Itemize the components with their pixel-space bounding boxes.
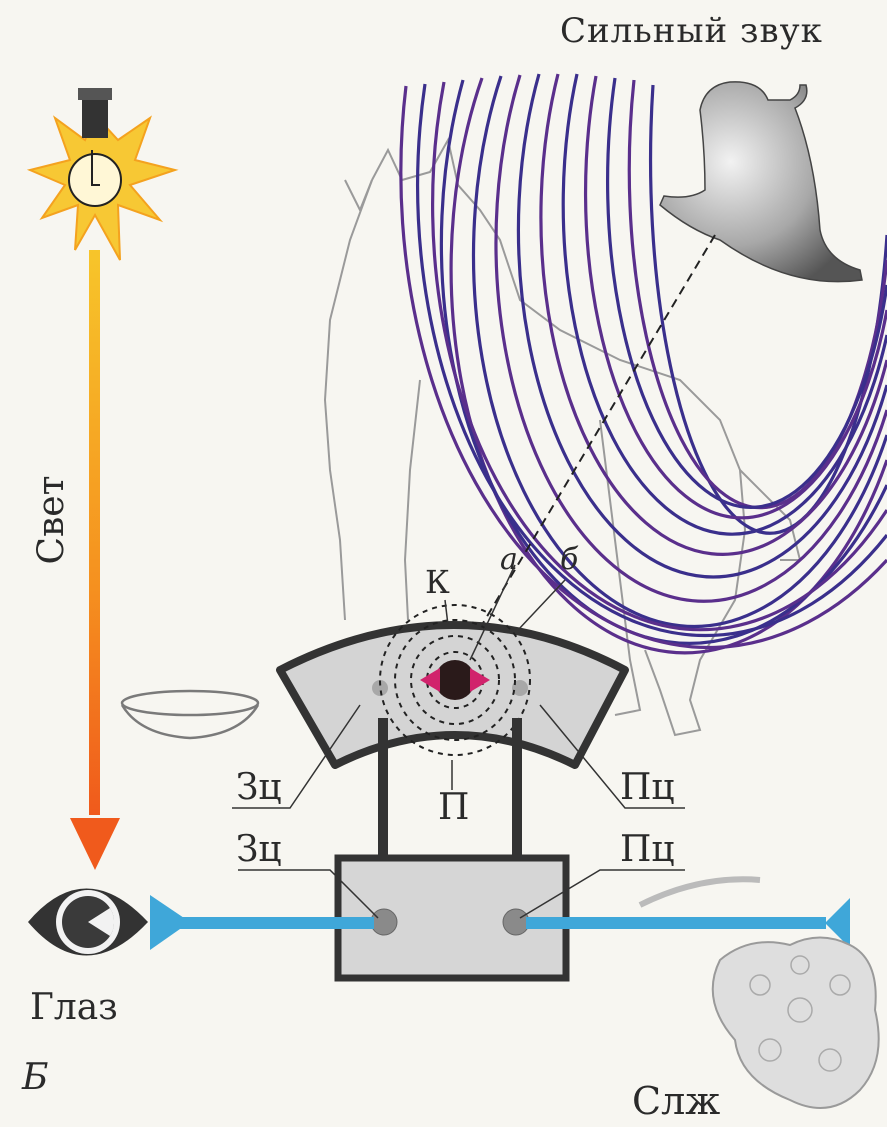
- bell-icon: [660, 82, 862, 282]
- label-strong-sound: Сильный звук: [560, 14, 823, 48]
- label-b: б: [560, 545, 578, 575]
- label-salivary-gland: Слж: [632, 1082, 720, 1120]
- label-zc-top: Зц: [236, 770, 282, 806]
- label-zc-bottom: Зц: [236, 832, 282, 868]
- lamp-icon: [30, 88, 175, 260]
- light-ray: [70, 250, 120, 870]
- eye-icon: [28, 889, 148, 956]
- label-p: П: [438, 790, 469, 826]
- label-panel: Б: [22, 1060, 48, 1096]
- label-light: Свет: [34, 475, 70, 564]
- bowl-icon: [122, 691, 258, 738]
- label-k: К: [425, 566, 450, 598]
- label-a: а: [500, 545, 518, 575]
- label-pc-top: Пц: [620, 770, 675, 806]
- label-pc-bottom: Пц: [620, 832, 675, 868]
- label-eye: Глаз: [30, 990, 118, 1026]
- sound-waves: [401, 74, 887, 653]
